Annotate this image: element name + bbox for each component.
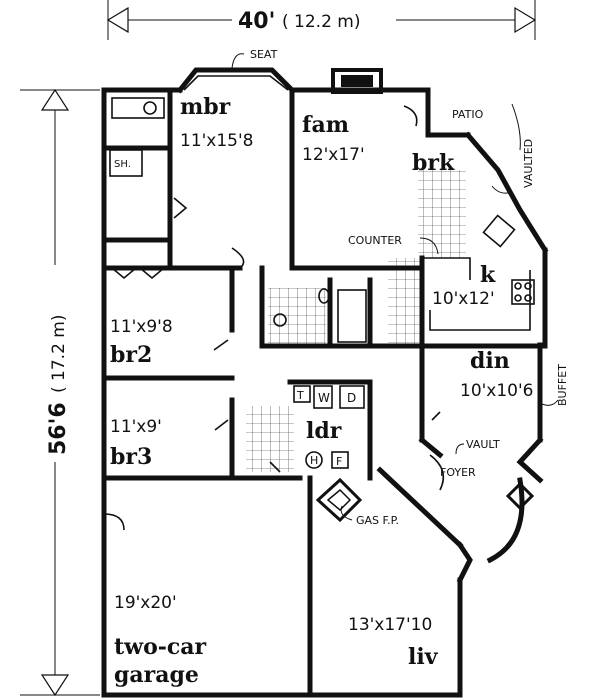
ldr-name: ldr [306, 418, 342, 444]
patio-note: PATIO [452, 108, 484, 121]
appliance-w: W [318, 391, 330, 405]
liv-name: liv [408, 644, 439, 670]
seat-note: SEAT [250, 48, 278, 61]
garage-size: 19'x20' [114, 593, 177, 613]
k-size: 10'x12' [432, 289, 495, 309]
mbr-name: mbr [180, 94, 231, 120]
mbr-size: 11'x15'8 [180, 131, 254, 151]
garage-name-2: garage [114, 662, 199, 688]
din-size: 10'x10'6 [460, 381, 534, 401]
tile-floors [246, 170, 466, 472]
width-dimension: 40' ( 12.2 m) [106, 0, 537, 40]
room-labels: mbr 11'x15'8 fam 12'x17' brk k 10'x12' 1… [110, 94, 534, 688]
width-label: 40' [238, 9, 275, 34]
depth-metric: ( 17.2 m) [49, 315, 69, 393]
depth-label: 56'6 [46, 402, 71, 455]
din-name: din [470, 348, 510, 374]
garage-name-1: two-car [114, 634, 207, 660]
fam-name: fam [302, 112, 349, 138]
appliance-f: F [336, 455, 342, 468]
br3-name: br3 [110, 444, 152, 470]
exterior-walls [101, 67, 549, 698]
br3-size: 11'x9' [110, 417, 162, 437]
vault-note: VAULT [466, 438, 500, 451]
plan-notes: SEAT PATIO VAULTED COUNTER BUFFET VAULT … [114, 48, 569, 527]
buffet-note: BUFFET [556, 364, 569, 406]
brk-name: brk [412, 150, 455, 176]
gas-fp-note: GAS F.P. [356, 514, 399, 527]
counter-note: COUNTER [348, 234, 402, 247]
k-name: k [480, 262, 496, 288]
foyer-note: FOYER [440, 466, 476, 479]
liv-size: 13'x17'10 [348, 615, 432, 635]
appliance-h: H [310, 454, 318, 467]
width-metric: ( 12.2 m) [282, 12, 360, 32]
laundry-appliance-labels: T W D H F [296, 389, 356, 468]
br2-size: 11'x9'8 [110, 317, 173, 337]
fam-size: 12'x17' [302, 145, 365, 165]
interior-walls [101, 87, 548, 698]
shower-label: SH. [114, 159, 131, 170]
br2-name: br2 [110, 342, 152, 368]
appliance-d: D [347, 391, 356, 405]
appliance-t: T [296, 389, 304, 402]
vaulted-note: VAULTED [522, 139, 535, 188]
depth-dimension: 56'6 ( 17.2 m) [20, 88, 100, 697]
